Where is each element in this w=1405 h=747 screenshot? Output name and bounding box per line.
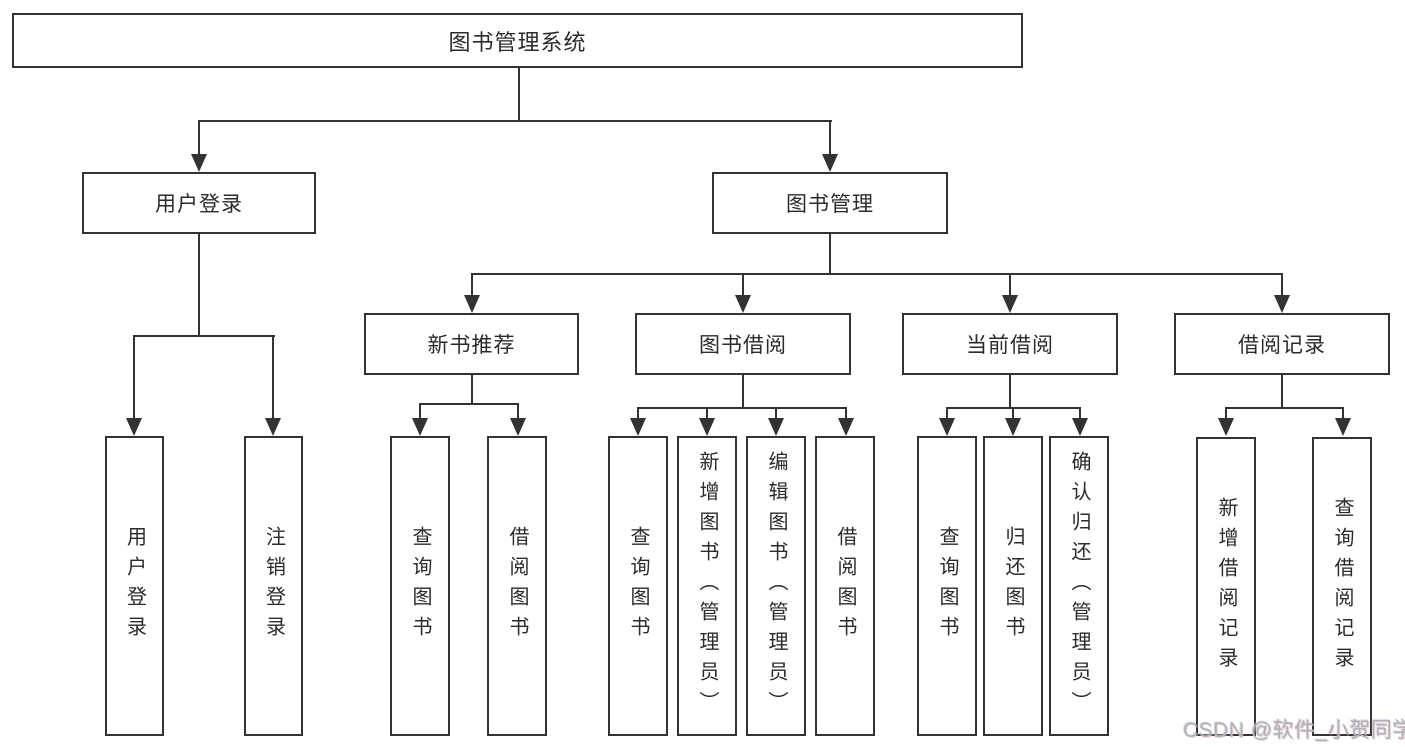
leaf-current-query-books-label: 查询图书 [936, 526, 958, 646]
leaf-records-add-record-label: 新增借阅记录 [1215, 496, 1237, 677]
leaf-current-query-books: 查询图书 [917, 436, 977, 736]
node-new-book-recommend: 新书推荐 [364, 313, 579, 375]
connector-book-borrow-stub [742, 375, 744, 409]
node-book-management: 图书管理 [712, 172, 948, 234]
connector-drop-cb-return [1012, 407, 1014, 422]
arrow-down-bb-query [630, 418, 646, 436]
leaf-borrow-borrow-books-label: 借阅图书 [834, 526, 856, 646]
node-user-login: 用户登录 [82, 172, 316, 234]
node-new-book-recommend-label: 新书推荐 [427, 334, 516, 357]
arrow-down-nb-query [412, 418, 428, 436]
leaf-borrow-query-books: 查询图书 [608, 436, 668, 736]
node-user-login-label: 用户登录 [155, 193, 243, 216]
leaf-newbook-borrow-books: 借阅图书 [487, 436, 547, 736]
connector-root-stub [518, 68, 520, 122]
arrow-down-bb-edit [768, 418, 784, 436]
connector-drop-bb-query [637, 407, 639, 422]
leaf-current-return-books-label: 归还图书 [1002, 526, 1024, 646]
leaf-borrow-query-books-label: 查询图书 [627, 526, 649, 646]
leaf-current-confirm-return-admin: 确认归还（管理员） [1049, 436, 1109, 736]
connector-drop-book-borrow [742, 273, 744, 299]
connector-drop-leaf-logout [272, 335, 274, 421]
connector-borrow-records-rail [1225, 407, 1344, 409]
arrow-down-user-login [191, 154, 207, 172]
connector-drop-bb-borrow [845, 407, 847, 422]
leaf-current-confirm-return-admin-label: 确认归还（管理员） [1068, 451, 1090, 721]
csdn-watermark: CSDN @软件_小贺同学 [1183, 719, 1405, 742]
leaf-user-login-label: 用户登录 [123, 526, 146, 646]
leaf-records-query-record-label: 查询借阅记录 [1331, 496, 1353, 677]
connector-drop-br-query [1342, 407, 1344, 422]
leaf-borrow-edit-books-admin: 编辑图书（管理员） [746, 436, 806, 736]
connector-drop-book-mgmt [829, 120, 831, 158]
arrow-down-book-borrow [735, 295, 751, 313]
connector-borrow-records-stub [1281, 375, 1283, 409]
connector-current-borrow-stub [1009, 375, 1011, 409]
connector-drop-new-book [471, 273, 473, 299]
leaf-newbook-query-books-label: 查询图书 [409, 526, 431, 646]
arrow-down-bb-borrow [838, 418, 854, 436]
arrow-down-leaf-logout [265, 418, 281, 436]
leaf-logout: 注销登录 [244, 436, 303, 736]
arrow-down-cb-return [1005, 418, 1021, 436]
connector-drop-cb-confirm [1079, 407, 1081, 422]
connector-book-mgmt-stub [829, 234, 831, 275]
connector-drop-nb-query [419, 403, 421, 422]
arrow-down-br-query [1335, 418, 1351, 436]
leaf-borrow-add-books-admin: 新增图书（管理员） [677, 436, 737, 736]
arrow-down-leaf-login [126, 418, 142, 436]
arrow-down-nb-borrow [510, 418, 526, 436]
connector-drop-current-borrow [1009, 273, 1011, 299]
node-book-borrow: 图书借阅 [635, 313, 851, 375]
connector-new-book-rail [419, 403, 519, 405]
arrow-down-cb-confirm [1072, 418, 1088, 436]
leaf-borrow-borrow-books: 借阅图书 [815, 436, 875, 736]
node-current-borrow-label: 当前借阅 [966, 334, 1054, 357]
leaf-borrow-edit-books-admin-label: 编辑图书（管理员） [765, 451, 787, 721]
leaf-borrow-add-books-admin-label: 新增图书（管理员） [696, 451, 718, 721]
node-current-borrow: 当前借阅 [902, 313, 1118, 375]
leaf-user-login: 用户登录 [105, 436, 164, 736]
node-borrow-records-label: 借阅记录 [1238, 334, 1326, 357]
connector-drop-nb-borrow [517, 403, 519, 422]
connector-drop-bb-edit [775, 407, 777, 422]
leaf-records-add-record: 新增借阅记录 [1196, 437, 1256, 736]
connector-drop-bb-add [706, 407, 708, 422]
connector-drop-cb-query [946, 407, 948, 422]
node-library-system: 图书管理系统 [12, 13, 1023, 68]
connector-user-login-stub [198, 234, 200, 337]
node-library-system-label: 图书管理系统 [448, 29, 587, 55]
arrow-down-book-mgmt [822, 154, 838, 172]
leaf-newbook-borrow-books-label: 借阅图书 [506, 526, 528, 646]
arrow-down-current-borrow [1002, 295, 1018, 313]
connector-level3-rail [471, 273, 1283, 275]
leaf-records-query-record: 查询借阅记录 [1312, 437, 1372, 736]
connector-drop-user-login [198, 120, 200, 158]
node-book-management-label: 图书管理 [786, 193, 874, 216]
arrow-down-borrow-records [1274, 295, 1290, 313]
leaf-logout-label: 注销登录 [262, 526, 285, 646]
arrow-down-bb-add [699, 418, 715, 436]
arrow-down-cb-query [939, 418, 955, 436]
connector-drop-br-add [1225, 407, 1227, 422]
arrow-down-new-book [464, 295, 480, 313]
node-book-borrow-label: 图书借阅 [699, 334, 787, 357]
connector-book-borrow-rail [637, 407, 847, 409]
connector-user-login-rail [133, 335, 275, 337]
connector-level1-rail [198, 120, 832, 122]
arrow-down-br-add [1218, 418, 1234, 436]
connector-new-book-stub [471, 375, 473, 405]
node-borrow-records: 借阅记录 [1174, 313, 1390, 375]
connector-drop-leaf-login [133, 335, 135, 421]
leaf-current-return-books: 归还图书 [983, 436, 1043, 736]
leaf-newbook-query-books: 查询图书 [390, 436, 450, 736]
connector-drop-borrow-records [1281, 273, 1283, 299]
